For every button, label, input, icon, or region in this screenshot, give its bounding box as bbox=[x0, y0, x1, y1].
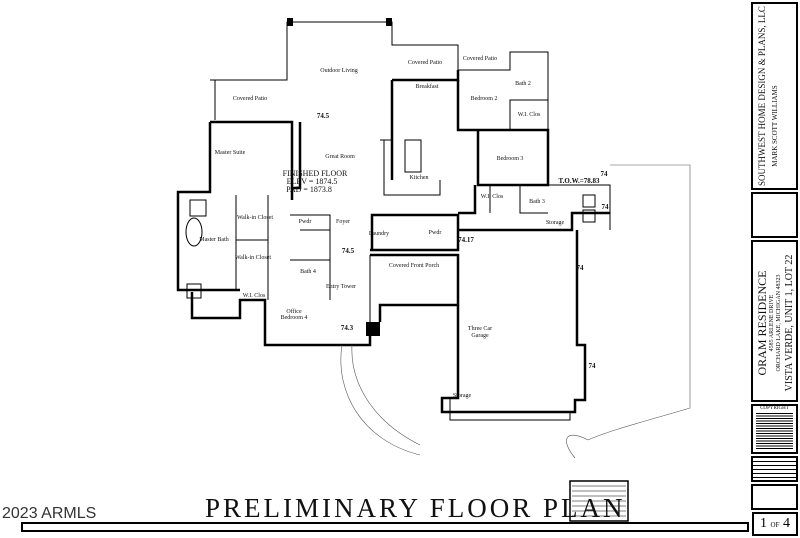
room-label: W.I. Clos bbox=[481, 194, 504, 200]
finished-floor-elevation: ELEV = 1874.5 bbox=[287, 177, 338, 186]
room-label: Bedroom 3 bbox=[497, 156, 524, 162]
room-label: Master Suite bbox=[215, 150, 246, 156]
lot-description: VISTA VERDE, UNIT 1, LOT 22 bbox=[784, 254, 795, 392]
revision-block bbox=[751, 456, 798, 482]
scale-bar bbox=[21, 522, 749, 532]
designer-name: MARK SCOTT WILLIAMS bbox=[771, 85, 779, 167]
elevation-label: 74 bbox=[577, 264, 585, 272]
room-label: Bath 2 bbox=[515, 81, 531, 87]
room-label: Covered Patio bbox=[408, 60, 442, 66]
room-label: W.I. Clos bbox=[518, 112, 541, 118]
copyright-block: COPYRIGHT bbox=[751, 404, 798, 454]
room-label: Bath 4 bbox=[300, 269, 316, 275]
room-label: Bedroom 2 bbox=[471, 96, 498, 102]
room-label: Foyer bbox=[336, 219, 350, 225]
elevation-label: 74.17 bbox=[458, 236, 474, 244]
room-label: Outdoor Living bbox=[320, 68, 358, 74]
room-label: Covered Patio bbox=[463, 56, 497, 62]
pad-elevation: PAD = 1873.8 bbox=[286, 185, 332, 194]
room-label: Covered Patio bbox=[233, 96, 267, 102]
room-label: Three Car bbox=[468, 326, 492, 332]
watermark: 2023 ARMLS bbox=[2, 505, 97, 522]
elevation-label: 74.5 bbox=[317, 112, 330, 120]
walls bbox=[176, 18, 611, 421]
room-label: Kitchen bbox=[410, 175, 429, 181]
room-label: Bedroom 4 bbox=[281, 315, 308, 321]
project-name: ORAM RESIDENCE bbox=[755, 270, 769, 376]
address-line-1: 4585 ARLENE DRIVE bbox=[769, 294, 775, 352]
room-label: Garage bbox=[471, 333, 489, 339]
room-label: Pwdr bbox=[299, 219, 312, 225]
elevation-label: T.O.W.=78.83 bbox=[559, 177, 600, 185]
room-label: Master Bath bbox=[199, 237, 229, 243]
room-label: Bath 3 bbox=[529, 199, 545, 205]
room-label: Storage bbox=[453, 393, 472, 399]
blank-block-2 bbox=[751, 484, 798, 510]
finished-floor-label: FINISHED FLOOR bbox=[283, 169, 348, 178]
blank-block bbox=[751, 192, 798, 238]
room-label: Walk-in Closet bbox=[235, 255, 271, 261]
room-label: Covered Front Porch bbox=[389, 263, 439, 269]
room-label: Storage bbox=[546, 220, 565, 226]
copyright-label: COPYRIGHT bbox=[760, 406, 789, 411]
company-block: SOUTHWEST HOME DESIGN & PLANS, LLC MARK … bbox=[751, 2, 798, 190]
room-label: Pwdr bbox=[429, 230, 442, 236]
room-label: W.I. Clos bbox=[243, 293, 266, 299]
room-label: Breakfast bbox=[416, 83, 439, 90]
room-label: Office bbox=[286, 308, 302, 315]
room-label: Laundry bbox=[369, 231, 389, 237]
company-name: SOUTHWEST HOME DESIGN & PLANS, LLC bbox=[757, 6, 767, 186]
elevation-label: 74 bbox=[601, 170, 609, 178]
drawing-title: PRELIMINARY FLOOR PLAN bbox=[205, 493, 626, 523]
elevation-label: 74 bbox=[589, 362, 597, 370]
elevation-label: 74 bbox=[602, 203, 610, 211]
elevation-label: 74.5 bbox=[342, 247, 355, 255]
room-label: Entry Tower bbox=[326, 284, 356, 290]
room-label: Walk-in Closet bbox=[237, 215, 273, 221]
address-line-2: ORCHARD LAKE, MICHIGAN 48323 bbox=[776, 274, 782, 372]
driveway bbox=[340, 164, 691, 459]
sheet-number: 1 OF 4 bbox=[752, 512, 798, 536]
project-block: ORAM RESIDENCE 4585 ARLENE DRIVE ORCHARD… bbox=[751, 240, 798, 402]
room-label: Great Room bbox=[325, 154, 355, 160]
elevation-label: 74.3 bbox=[341, 324, 354, 332]
area-table bbox=[569, 480, 629, 522]
